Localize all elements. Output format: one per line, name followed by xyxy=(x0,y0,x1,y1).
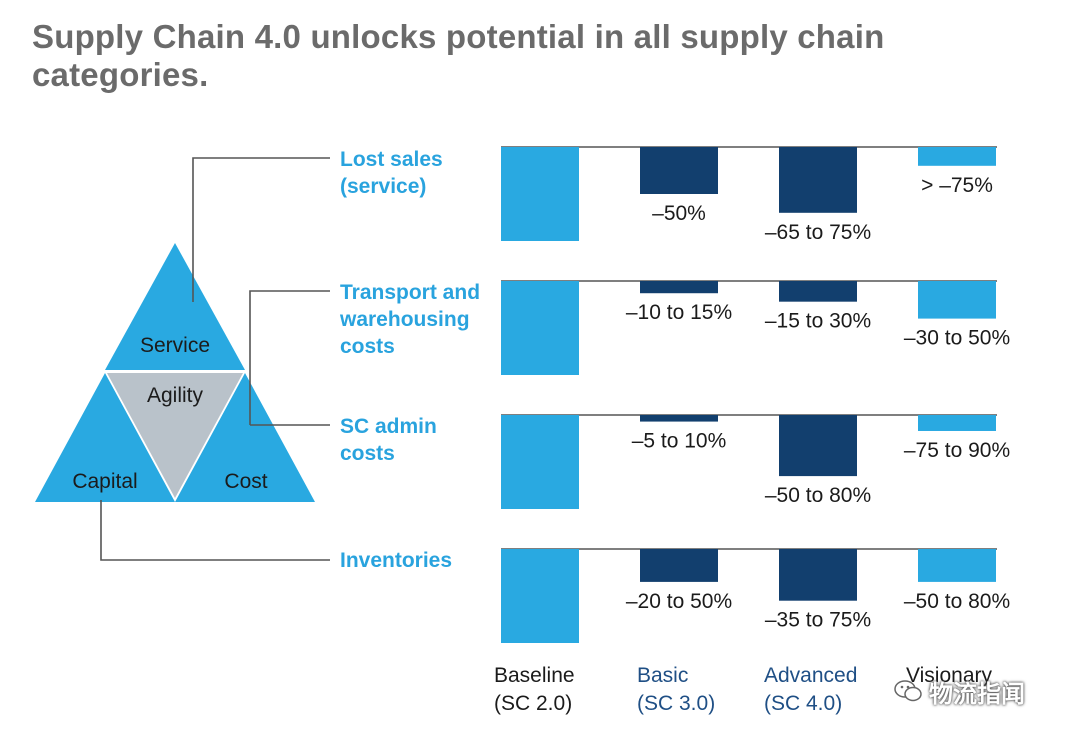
tier-label-line2: (SC 3.0) xyxy=(637,692,716,715)
data-label-1-4: > –75% xyxy=(921,174,993,197)
capital-triangle xyxy=(35,373,175,502)
data-label-3-3: –50 to 80% xyxy=(765,484,871,507)
bar-3-2 xyxy=(640,415,718,422)
tier-label-line1: Baseline xyxy=(494,664,575,687)
tier-label-visionary: Visionary xyxy=(906,662,1056,690)
agility-triangle xyxy=(107,373,243,498)
bar-4-1 xyxy=(501,549,579,643)
category-label-line: Transport and xyxy=(340,281,481,304)
triangle-label-cost: Cost xyxy=(224,470,268,493)
data-label-3-2: –5 to 10% xyxy=(632,430,727,453)
data-label-2-4: –30 to 50% xyxy=(904,327,1010,350)
triangle-label-capital: Capital xyxy=(72,470,138,493)
bar-3-1 xyxy=(501,415,579,509)
bar-1-3 xyxy=(779,147,857,213)
connector-service xyxy=(192,157,330,302)
tier-label-line1: Basic xyxy=(637,664,689,687)
data-label-1-3: –65 to 75% xyxy=(765,221,871,244)
data-label-4-3: –35 to 75% xyxy=(765,609,871,632)
connector-inventories xyxy=(100,500,330,561)
category-label-line: (service) xyxy=(340,175,427,198)
triangle-label-service: Service xyxy=(139,334,211,357)
triangle-label-agility: Agility xyxy=(146,384,204,407)
tier-label-line2: (SC 2.0) xyxy=(494,692,573,715)
data-label-4-2: –20 to 50% xyxy=(626,590,732,613)
category-label-lost-sales: Lost sales (service) xyxy=(340,146,500,200)
watermark: 物流指闻 xyxy=(893,676,1063,708)
category-label-line: costs xyxy=(340,442,395,465)
tier-label-advanced: Advanced (SC 4.0) xyxy=(764,662,914,718)
tier-label-basic: Basic (SC 3.0) xyxy=(637,662,787,718)
bar-1-2 xyxy=(640,147,718,194)
service-triangle xyxy=(105,243,245,370)
data-label-1-2: –50% xyxy=(652,202,706,225)
data-label-4-4: –50 to 80% xyxy=(904,590,1010,613)
bar-2-2 xyxy=(640,281,718,294)
tier-label-line1: Advanced xyxy=(764,664,858,687)
data-label-2-3: –15 to 30% xyxy=(765,310,871,333)
bar-1-1 xyxy=(501,147,579,241)
bar-3-4 xyxy=(918,415,996,431)
watermark-text: 物流指闻 xyxy=(929,680,1025,708)
category-label-line: SC admin xyxy=(340,415,437,438)
bar-4-4 xyxy=(918,549,996,582)
tier-label-line2: (SC 4.0) xyxy=(764,692,843,715)
category-label-admin: SC admin costs xyxy=(340,413,500,467)
bar-2-1 xyxy=(501,281,579,375)
bar-3-3 xyxy=(779,415,857,477)
wechat-icon xyxy=(894,680,922,702)
bar-2-4 xyxy=(918,281,996,319)
page-title: Supply Chain 4.0 unlocks potential in al… xyxy=(32,18,885,93)
data-label-2-2: –10 to 15% xyxy=(626,301,732,324)
category-label-line: Lost sales xyxy=(340,148,443,171)
bar-4-2 xyxy=(640,549,718,582)
bar-2-3 xyxy=(779,281,857,302)
connector-transport xyxy=(249,290,330,425)
bar-4-3 xyxy=(779,549,857,601)
tier-label-line1: Visionary xyxy=(906,664,992,687)
category-label-line: Inventories xyxy=(340,549,453,572)
category-label-inventories: Inventories xyxy=(340,547,500,574)
cost-triangle xyxy=(175,373,315,502)
category-label-line: warehousing xyxy=(340,308,470,331)
tier-label-baseline: Baseline (SC 2.0) xyxy=(494,662,644,718)
bar-1-4 xyxy=(918,147,996,166)
category-label-line: costs xyxy=(340,335,395,358)
data-label-3-4: –75 to 90% xyxy=(904,439,1010,462)
category-label-transport: Transport and warehousing costs xyxy=(340,279,500,360)
